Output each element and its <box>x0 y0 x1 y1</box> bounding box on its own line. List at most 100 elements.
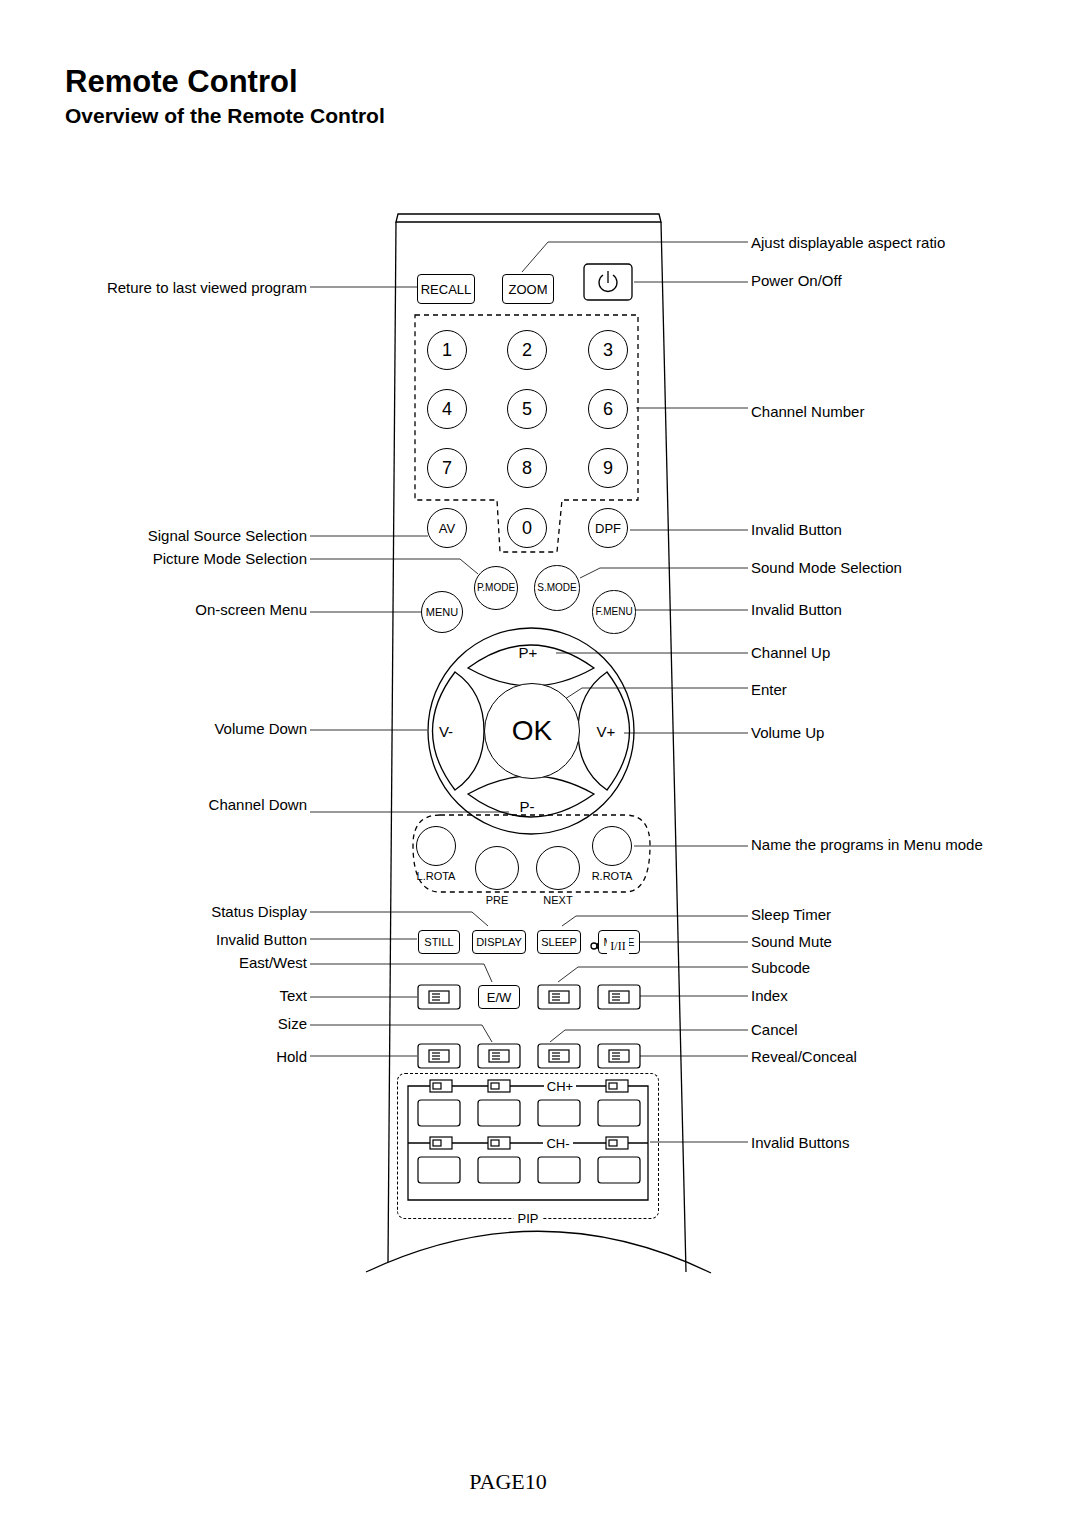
pip-icon <box>609 1140 617 1146</box>
page-number: PAGE10 <box>469 1469 546 1495</box>
teletext-icon <box>612 1055 620 1056</box>
leader-line <box>522 242 748 272</box>
teletext-icon <box>552 999 560 1000</box>
teletext-button <box>538 985 580 1009</box>
teletext-icon <box>552 1058 560 1059</box>
button-label: 0 <box>522 519 532 537</box>
pip-button <box>538 1157 580 1183</box>
teletext-icon <box>549 991 569 1003</box>
leader-line <box>650 1142 748 1143</box>
leader-line <box>634 282 748 283</box>
callout-label: Text <box>279 986 307 1005</box>
button-label: V+ <box>597 724 616 739</box>
teletext-icon <box>429 991 449 1003</box>
button-label: NEXT <box>543 895 572 906</box>
teletext-icon <box>552 1055 560 1056</box>
button-label: AV <box>439 522 455 535</box>
callout-label: Channel Number <box>751 402 864 421</box>
button-label: P- <box>520 799 535 814</box>
teletext-icon <box>492 1055 500 1056</box>
button-label: MENU <box>426 607 458 618</box>
button-label: R.ROTA <box>592 871 633 882</box>
teletext-icon <box>492 1058 500 1059</box>
callout-label: Reture to last viewed program <box>107 278 307 297</box>
dpad-key <box>433 672 485 790</box>
rect-button: RECALL <box>417 274 476 304</box>
pip-group: PIP <box>397 1073 659 1219</box>
button-label: RECALL <box>421 283 472 296</box>
pip-icon <box>488 1080 510 1092</box>
dpad-ring <box>428 628 634 834</box>
leader-line <box>634 846 748 847</box>
pip-icon <box>433 1083 441 1089</box>
teletext-icon <box>429 1050 449 1062</box>
round-button: P.MODE <box>474 566 518 610</box>
leader-line <box>310 559 478 574</box>
leader-line <box>562 916 748 926</box>
teletext-icon <box>432 996 440 997</box>
leader-line <box>310 287 420 288</box>
callout-label: Volume Up <box>751 723 824 742</box>
leader-line <box>640 1056 748 1057</box>
callout-label: On-screen Menu <box>195 600 307 619</box>
pip-icon <box>606 1137 628 1149</box>
callout-label: Invalid Button <box>216 930 307 949</box>
stereo-symbol <box>591 943 597 949</box>
callout-label: Enter <box>751 680 787 699</box>
callout-label: Sleep Timer <box>751 905 831 924</box>
button-label: STILL <box>424 937 453 948</box>
arrow-key: P+ <box>510 642 546 662</box>
round-button: PRE <box>475 846 519 890</box>
button-caption: CH+ <box>544 1078 576 1095</box>
round-button: S.MODE <box>534 565 579 610</box>
button-label: 5 <box>522 400 532 418</box>
leader-line <box>556 653 748 654</box>
pip-icon <box>433 1140 441 1146</box>
pip-button <box>418 1157 460 1183</box>
round-button: 2 <box>507 330 547 370</box>
rect-button: ZOOM <box>502 274 554 304</box>
button-label: 7 <box>442 459 452 477</box>
leader-line <box>580 568 748 578</box>
teletext-button <box>478 1044 520 1068</box>
button-label: V- <box>439 724 453 739</box>
teletext-icon <box>552 1052 560 1053</box>
round-button: MENU <box>421 591 463 633</box>
leader-line <box>638 942 748 943</box>
subtitle: Overview of the Remote Control <box>65 103 385 128</box>
callout-label: Subcode <box>751 958 810 977</box>
button-label: S.MODE <box>537 583 576 593</box>
button-label: L.ROTA <box>417 871 456 882</box>
round-button: 5 <box>507 389 547 429</box>
pip-button <box>418 1100 460 1126</box>
pip-icon <box>430 1080 452 1092</box>
leader-line <box>310 536 428 537</box>
remote-top <box>396 214 661 222</box>
callout-label: Size <box>278 1014 307 1033</box>
leader-line <box>636 408 748 409</box>
round-button: L.ROTA <box>416 826 456 866</box>
page-title: Remote Control <box>65 64 298 100</box>
leader-line <box>310 612 421 613</box>
pip-frame <box>408 1086 648 1200</box>
teletext-icon <box>612 999 620 1000</box>
round-button: 8 <box>507 448 547 488</box>
button-label: 2 <box>522 341 532 359</box>
power-button <box>584 264 632 300</box>
callout-label: Reveal/Conceal <box>751 1047 857 1066</box>
teletext-icon <box>552 993 560 994</box>
pip-button <box>538 1100 580 1126</box>
leader-line <box>558 967 748 982</box>
teletext-icon <box>432 999 440 1000</box>
teletext-icon <box>612 996 620 997</box>
round-button: 6 <box>588 389 628 429</box>
round-button: 9 <box>588 448 628 488</box>
pip-button <box>598 1157 640 1183</box>
callout-label: Status Display <box>211 902 307 921</box>
remote-bottom <box>366 1231 711 1273</box>
pip-icon <box>609 1083 617 1089</box>
leader-line <box>635 610 748 611</box>
pip-icon <box>606 1080 628 1092</box>
round-button: OK <box>484 683 580 779</box>
teletext-icon <box>612 993 620 994</box>
